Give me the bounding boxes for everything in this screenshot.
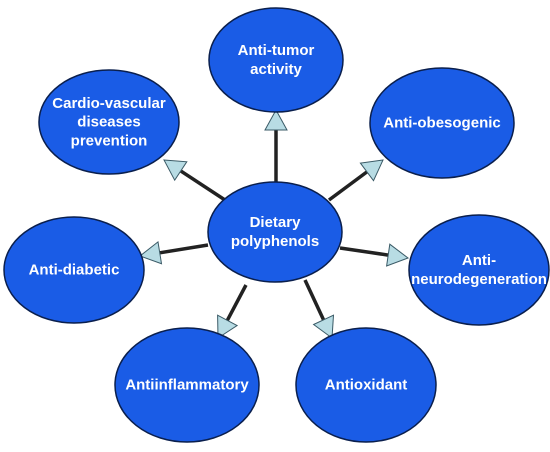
node-anti-neurodegeneration-label-line: neurodegeneration [411, 271, 547, 288]
node-anti-diabetic-shape [3, 216, 145, 324]
arrowhead-anti-neurodegeneration [385, 243, 410, 267]
nodes-layer: Anti-tumor activityAnti-obesogenicAnti-ne… [3, 7, 550, 443]
connector-cardio-vascular [179, 169, 226, 202]
connector-antiinflammatory [225, 284, 248, 322]
node-cardio-vascular-shape [38, 69, 180, 175]
node-center-dietary-polyphenols-label-line: Dietary [250, 214, 302, 231]
connector-antioxidant [303, 279, 326, 321]
node-anti-neurodegeneration: Anti-neurodegeneration [408, 214, 550, 326]
arrowhead-anti-tumor [264, 108, 288, 131]
node-cardio-vascular-label-line: diseases [77, 114, 140, 131]
arrowheads-layer [138, 108, 410, 339]
node-anti-diabetic: Anti-diabetic [3, 216, 145, 324]
node-anti-obesogenic-shape [369, 67, 515, 179]
node-antioxidant-shape [295, 327, 437, 443]
arrowhead-antiinflammatory [217, 314, 239, 339]
connector-anti-neurodegeneration [339, 246, 389, 257]
node-anti-diabetic-label-line: Anti-diabetic [29, 262, 120, 279]
connector-anti-obesogenic [327, 170, 368, 202]
node-center-dietary-polyphenols-label-line: polyphenols [231, 233, 319, 250]
connectors-layer [159, 130, 389, 322]
connector-anti-diabetic [159, 243, 209, 255]
arrowhead-anti-diabetic [138, 240, 163, 265]
node-cardio-vascular-label-line: prevention [71, 132, 148, 149]
arrowhead-antioxidant [312, 314, 335, 339]
node-anti-tumor-label-line: Anti-tumor [238, 42, 315, 59]
node-anti-neurodegeneration-label-line: Anti- [462, 252, 496, 269]
arrowhead-cardio-vascular [163, 159, 188, 182]
node-anti-obesogenic: Anti-obesogenic [369, 67, 515, 179]
node-antiinflammatory-shape [114, 327, 260, 443]
node-anti-obesogenic-label-line: Anti-obesogenic [383, 115, 501, 132]
node-center-dietary-polyphenols-shape [207, 181, 343, 283]
node-antioxidant-label-line: Antioxidant [325, 377, 408, 394]
node-anti-tumor-label-line: activity [250, 61, 302, 78]
node-antiinflammatory: Antiinflammatory [114, 327, 260, 443]
node-antioxidant: Antioxidant [295, 327, 437, 443]
node-anti-tumor-shape [208, 7, 344, 113]
node-antiinflammatory-label-line: Antiinflammatory [125, 377, 249, 394]
node-anti-tumor: Anti-tumor activity [208, 7, 344, 113]
node-anti-neurodegeneration-shape [408, 214, 550, 326]
node-center-dietary-polyphenols: Dietary polyphenols [207, 181, 343, 283]
arrowhead-anti-obesogenic [359, 159, 384, 182]
node-cardio-vascular-label-line: Cardio-vascular [52, 95, 166, 112]
